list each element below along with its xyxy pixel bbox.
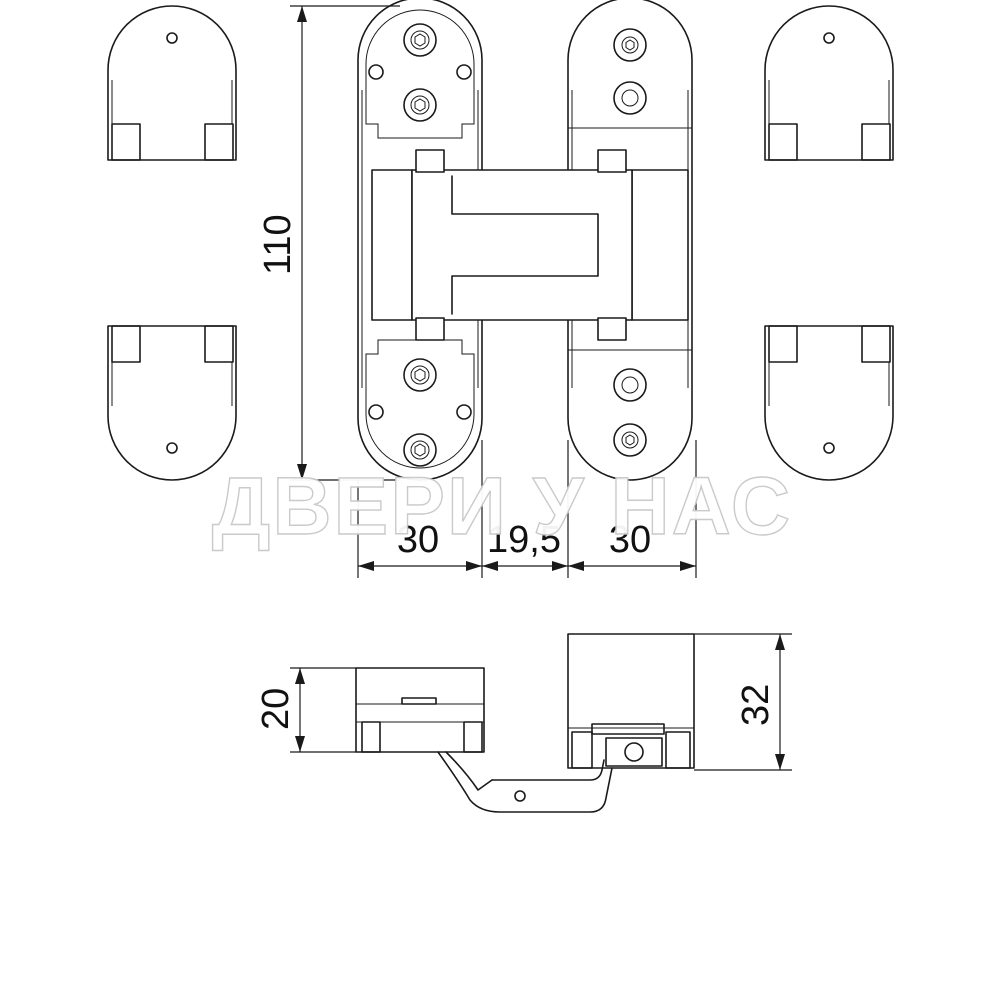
hex-screw-icon [403, 358, 437, 392]
dimension-side-right [694, 633, 792, 771]
cover-cap-bottom-right [764, 325, 894, 481]
cover-cap-top-right [764, 5, 894, 161]
dimension-side-right-label: 32 [735, 684, 777, 726]
dimension-widths [357, 440, 697, 578]
dimension-right-width-label: 30 [609, 519, 651, 561]
dimension-left-width-label: 30 [397, 519, 439, 561]
adjustment-screw-icon [613, 81, 647, 115]
cover-cap-top-left [107, 5, 237, 161]
hex-screw-icon [403, 23, 437, 57]
dimension-height-label: 110 [257, 214, 299, 275]
hex-screw-icon [403, 88, 437, 122]
cover-cap-bottom-left [107, 325, 237, 481]
dimension-side-left [290, 667, 356, 753]
hinge-link-arm [411, 149, 633, 341]
adjustment-screw-icon [613, 28, 647, 62]
hinge-side-view [355, 633, 695, 813]
adjustment-screw-icon [613, 423, 647, 457]
dimension-height [290, 5, 400, 481]
dimension-gap-label: 19,5 [487, 519, 561, 561]
dimension-side-left-label: 20 [255, 688, 297, 730]
watermark: ДВЕРИ У НАС [212, 461, 792, 552]
adjustment-screw-icon [613, 368, 647, 402]
hex-screw-icon [403, 433, 437, 467]
